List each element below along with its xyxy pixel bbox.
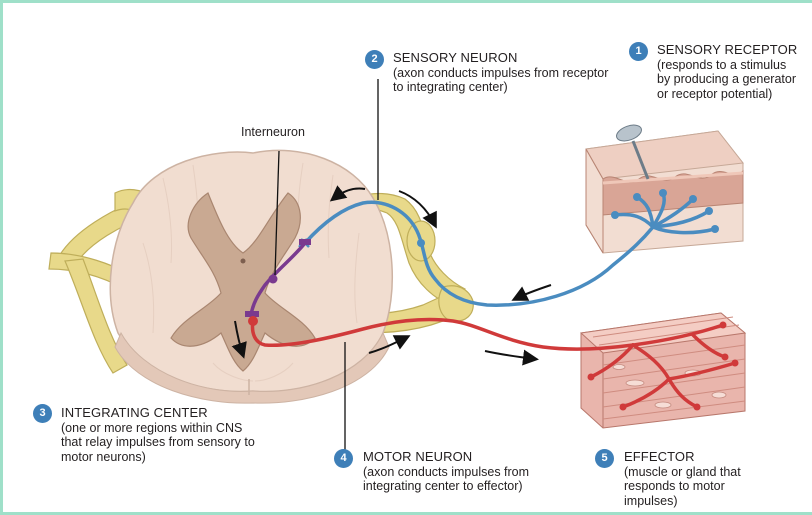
step-3-badge: 3 <box>33 404 52 423</box>
motor-neuron-label: MOTOR NEURON (axon conducts impulses fro… <box>363 450 573 494</box>
motor-neuron-desc-1: (axon conducts impulses from <box>363 465 573 480</box>
integrating-center-desc-3: motor neurons) <box>61 450 291 465</box>
sensory-neuron-desc-2: to integrating center) <box>393 80 625 95</box>
sensory-receptor-desc-3: or receptor potential) <box>657 87 807 102</box>
integrating-center-desc-1: (one or more regions within CNS <box>61 421 291 436</box>
sensory-receptor-label: SENSORY RECEPTOR (responds to a stimulus… <box>657 43 807 101</box>
integrating-center-title: INTEGRATING CENTER <box>61 406 291 421</box>
sensory-neuron-title: SENSORY NEURON <box>393 51 625 66</box>
effector-title: EFFECTOR <box>624 450 794 465</box>
sensory-neuron-desc-1: (axon conducts impulses from receptor <box>393 66 625 81</box>
step-1-badge: 1 <box>629 42 648 61</box>
sensory-receptor-title: SENSORY RECEPTOR <box>657 43 807 58</box>
sensory-neuron-label: SENSORY NEURON (axon conducts impulses f… <box>393 51 625 95</box>
integrating-center-label: INTEGRATING CENTER (one or more regions … <box>61 406 291 464</box>
effector-desc-3: impulses) <box>624 494 794 509</box>
skin-block <box>586 122 743 253</box>
motor-neuron-desc-2: integrating center to effector) <box>363 479 573 494</box>
effector-label: EFFECTOR (muscle or gland that responds … <box>624 450 794 508</box>
interneuron-label: Interneuron <box>241 125 305 139</box>
pin-head <box>614 122 643 144</box>
step-5-badge: 5 <box>595 449 614 468</box>
effector-desc-2: responds to motor <box>624 479 794 494</box>
integrating-center-desc-2: that relay impulses from sensory to <box>61 435 291 450</box>
step-2-badge: 2 <box>365 50 384 69</box>
sensory-receptor-desc-2: by producing a generator <box>657 72 807 87</box>
spinal-cord <box>110 150 392 403</box>
sensory-receptor-desc-1: (responds to a stimulus <box>657 58 807 73</box>
effector-desc-1: (muscle or gland that <box>624 465 794 480</box>
step-4-badge: 4 <box>334 449 353 468</box>
motor-neuron-title: MOTOR NEURON <box>363 450 573 465</box>
